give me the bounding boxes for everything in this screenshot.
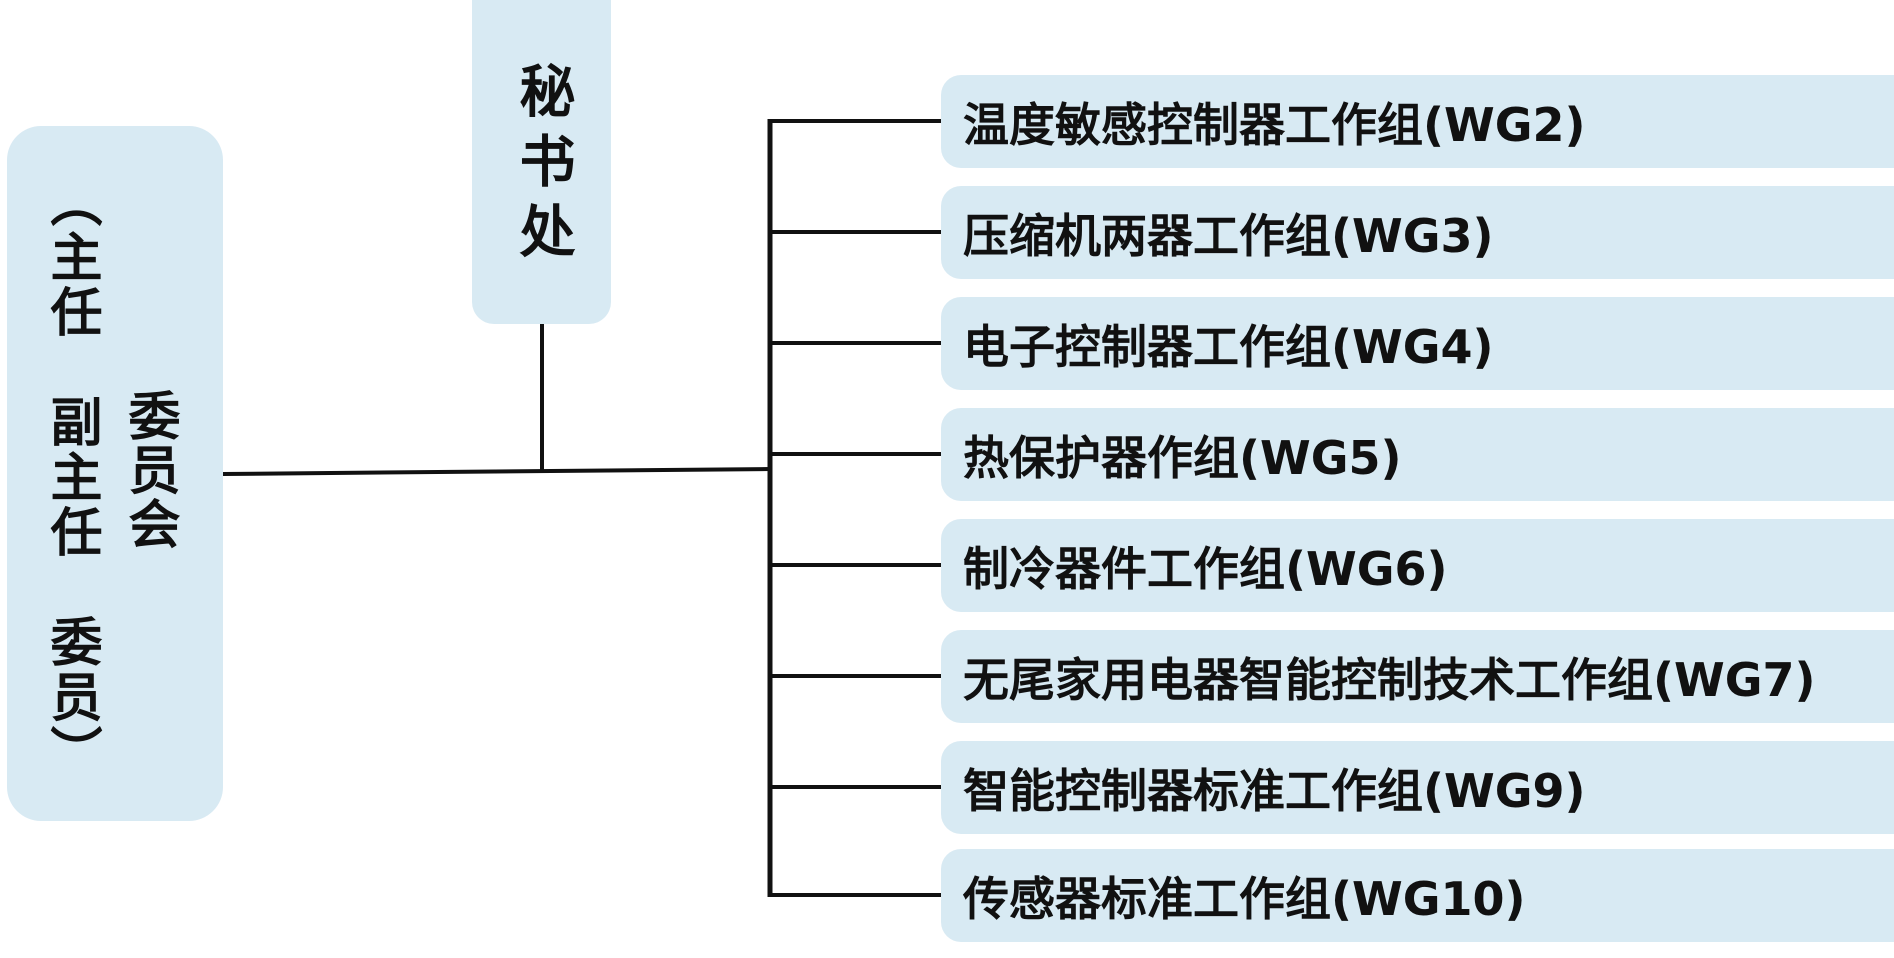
working-group-label: 智能控制器标准工作组(WG9) (963, 763, 1586, 818)
working-group-wg3[interactable]: 压缩机两器工作组(WG3) (941, 186, 1894, 279)
committee-box[interactable] (7, 126, 223, 821)
working-group-wg7[interactable]: 无尾家用电器智能控制技术工作组(WG7) (941, 630, 1894, 723)
working-group-label: 热保护器作组(WG5) (963, 430, 1402, 485)
committee-members-label: （主任 副主任 委员） (41, 175, 101, 780)
working-group-label: 传感器标准工作组(WG10) (963, 871, 1526, 926)
working-group-wg10[interactable]: 传感器标准工作组(WG10) (941, 849, 1894, 942)
secretariat-label: 秘书处 (510, 62, 575, 272)
working-group-wg2[interactable]: 温度敏感控制器工作组(WG2) (941, 75, 1894, 168)
main-horizontal-line (222, 467, 771, 476)
working-group-label: 电子控制器工作组(WG4) (963, 319, 1494, 374)
working-group-label: 无尾家用电器智能控制技术工作组(WG7) (963, 652, 1816, 707)
working-group-wg6[interactable]: 制冷器件工作组(WG6) (941, 519, 1894, 612)
working-group-label: 温度敏感控制器工作组(WG2) (963, 97, 1586, 152)
working-group-label: 制冷器件工作组(WG6) (963, 541, 1448, 596)
working-group-label: 压缩机两器工作组(WG3) (963, 208, 1494, 263)
working-group-wg5[interactable]: 热保护器作组(WG5) (941, 408, 1894, 501)
secretariat-box[interactable] (472, 0, 611, 324)
committee-name-label: 委员会 (119, 389, 179, 551)
working-group-wg9[interactable]: 智能控制器标准工作组(WG9) (941, 741, 1894, 834)
working-group-wg4[interactable]: 电子控制器工作组(WG4) (941, 297, 1894, 390)
